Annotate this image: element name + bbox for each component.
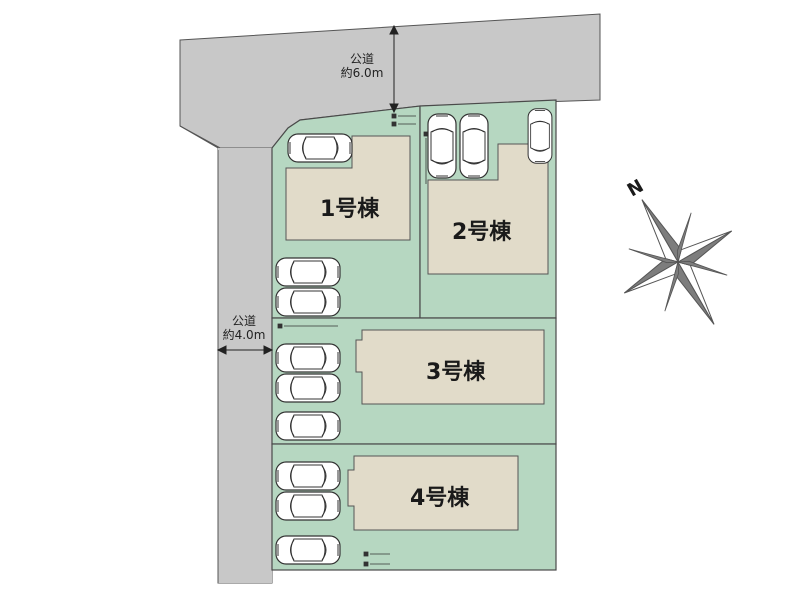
building-1 [285, 135, 411, 241]
north-road-label: 公道 約6.0m [334, 52, 390, 80]
parking-car [428, 114, 456, 178]
parking-car [528, 109, 552, 163]
parking-car [287, 133, 353, 163]
west-road-width-arrow [216, 345, 274, 355]
parking-car [275, 461, 341, 491]
parking-car [275, 257, 341, 287]
west-road-label: 公道 約4.0m [214, 314, 274, 342]
parking-car [275, 373, 341, 403]
west-road-name: 公道 [231, 314, 256, 328]
west-road-width: 約4.0m [222, 328, 266, 342]
utility-meters [277, 113, 429, 567]
parking-car [460, 114, 488, 178]
building-2-label: 2号棟 [452, 220, 512, 245]
parking-car [275, 343, 341, 373]
building-4-label: 4号棟 [410, 486, 470, 511]
parking-car [275, 287, 341, 317]
building-1-label: 1号棟 [320, 197, 380, 222]
building-3 [355, 329, 545, 405]
building-3-label: 3号棟 [426, 360, 486, 385]
north-road-width-arrow [389, 24, 399, 114]
north-road-name: 公道 [349, 52, 374, 66]
building-4 [347, 455, 519, 531]
compass-rose-icon [623, 199, 733, 325]
north-road-width: 約6.0m [340, 66, 384, 80]
parking-car [275, 411, 341, 441]
parking-car [275, 535, 341, 565]
parking-car [275, 491, 341, 521]
